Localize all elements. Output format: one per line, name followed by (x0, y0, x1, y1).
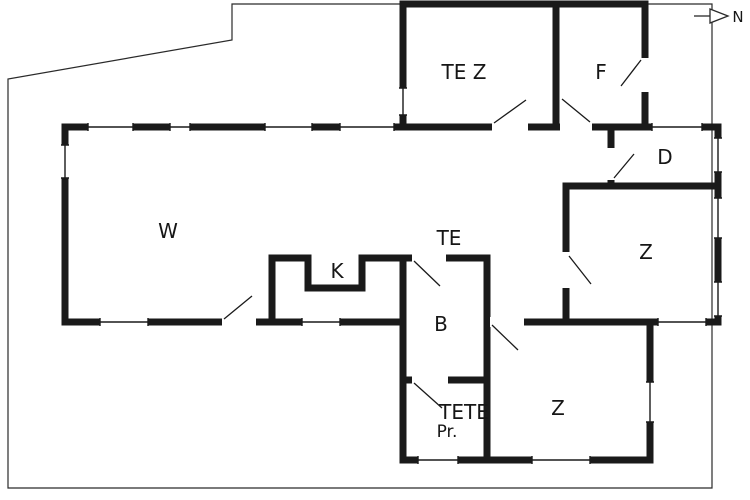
room-label-hall: TE (436, 226, 462, 250)
door-swing (413, 260, 441, 287)
window-symbol (645, 381, 655, 423)
doors (222, 58, 650, 409)
window-symbol (301, 317, 341, 327)
window-symbol (657, 317, 707, 327)
window-symbol (713, 281, 723, 317)
door-symbol (412, 253, 446, 287)
door-swing (223, 295, 253, 320)
door-swing (568, 255, 592, 285)
door-swing (493, 99, 527, 124)
window-symbol (87, 122, 134, 132)
plot-boundary (7, 3, 713, 489)
door-symbol (490, 317, 524, 351)
window-symbol (339, 122, 395, 132)
door-symbol (492, 99, 528, 132)
room-label-z-south: Z (551, 396, 565, 420)
door-swing (491, 324, 519, 351)
door-symbol (561, 252, 592, 288)
room-label-annex-left: TE Z (441, 60, 487, 84)
window-symbol (713, 197, 723, 239)
window-symbol (60, 144, 70, 179)
window-symbol (417, 455, 459, 465)
window-symbol (99, 317, 149, 327)
room-label-kitchen: K (330, 259, 344, 283)
window-symbol (713, 137, 723, 173)
north-arrow-icon (709, 8, 730, 24)
window-symbol (264, 122, 313, 132)
door-symbol (222, 295, 256, 327)
door-swing (561, 98, 591, 123)
door-swing (413, 382, 443, 409)
room-labels: TE Z F D Z W K TE B TETE Pr. Z (158, 60, 673, 442)
door-symbol (606, 148, 635, 180)
room-label-z-east: Z (639, 240, 653, 264)
room-label-living: W (158, 219, 178, 243)
room-label-annex-right: F (595, 60, 607, 84)
door-symbol (412, 375, 448, 409)
room-label-bath: B (434, 312, 448, 336)
room-label-d: D (657, 145, 672, 169)
door-swing (620, 59, 642, 87)
window-symbol (651, 122, 703, 132)
window-symbol (169, 122, 191, 132)
north-arrow: N (694, 8, 744, 26)
windows (60, 87, 723, 465)
room-label-utility-line2: Pr. (437, 422, 458, 442)
north-label: N (732, 8, 743, 26)
door-symbol (560, 98, 592, 132)
door-symbol (620, 58, 650, 92)
window-symbol (531, 455, 591, 465)
room-label-utility-line1: TETE (438, 400, 489, 424)
door-swing (613, 153, 635, 179)
window-symbol (398, 87, 408, 116)
